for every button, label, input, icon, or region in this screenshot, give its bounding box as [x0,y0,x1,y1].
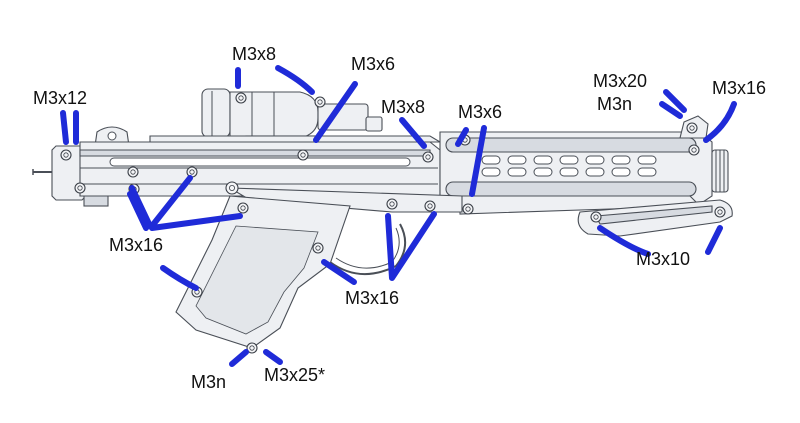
leader-m3x10-b [705,225,723,255]
screw-grip-front [312,242,324,254]
screw-scope-rear [235,92,247,104]
leader-m3x6-body-a [455,127,469,147]
label-m3n-front: M3n [597,94,632,114]
annotation-strokes [60,65,737,367]
screw-rear-top [60,149,72,161]
leader-m3x6-body-b [469,125,487,197]
screw-shroud-low [462,203,474,215]
screw-stock-rear [590,211,602,223]
label-m3x25: M3x25* [264,365,325,385]
label-m3x12: M3x12 [33,88,87,108]
blaster-model [32,88,733,354]
leader-m3x6-scope-b [313,81,358,143]
screw-rear-bottom [74,182,86,194]
leader-m3x16-center [321,259,357,285]
label-m3x16-center: M3x16 [345,288,399,308]
leader-m3n-front [659,101,683,119]
screw-grip-top [237,202,249,214]
barrel-shroud [439,131,713,205]
screw-front-sight [686,122,698,134]
screw-receiver-top [297,149,309,161]
label-m3x6-body: M3x6 [458,102,502,122]
leader-m3x10-a [597,225,651,257]
screw-scope-front [314,96,326,108]
leader-m3x16-front [703,101,737,143]
label-m3n-grip: M3n [191,372,226,392]
screw-receiver-front [422,151,434,163]
trigger-guard [329,223,407,276]
screw-receiver-left-2 [186,166,198,178]
leader-m3x25 [263,349,283,365]
label-m3x16-front: M3x16 [712,78,766,98]
screw-link-2 [424,200,436,212]
screw-muzzle [688,144,700,156]
leader-m3x16-left [127,175,243,231]
label-m3x10: M3x10 [636,249,690,269]
label-m3x8-body: M3x8 [381,97,425,117]
grip [175,195,351,349]
leader-m3n-grip [229,349,249,367]
screw-stock-front [714,206,726,218]
label-m3x20: M3x20 [593,71,647,91]
leader-m3x6-scope [275,65,315,95]
label-m3x8-scope: M3x8 [232,44,276,64]
screw-grip-bottom [246,342,258,354]
leader-m3x16-link [385,211,437,281]
screw-link-1 [386,198,398,210]
leader-m3x8-body [399,117,427,149]
labels: M3x12 M3x8 M3x6 M3x8 M3x6 M3x20 M3n M3x1… [33,44,766,392]
label-m3x16-left: M3x16 [109,235,163,255]
leader-m3x20 [663,89,687,113]
leader-m3x16-grip [160,265,199,291]
leader-m3x12-a [60,110,69,145]
screw-trigger [225,181,239,195]
label-m3x6-scope: M3x6 [351,54,395,74]
screw-receiver-left-1 [127,166,139,178]
folding-stock [459,195,733,237]
screw-heads [60,92,726,354]
